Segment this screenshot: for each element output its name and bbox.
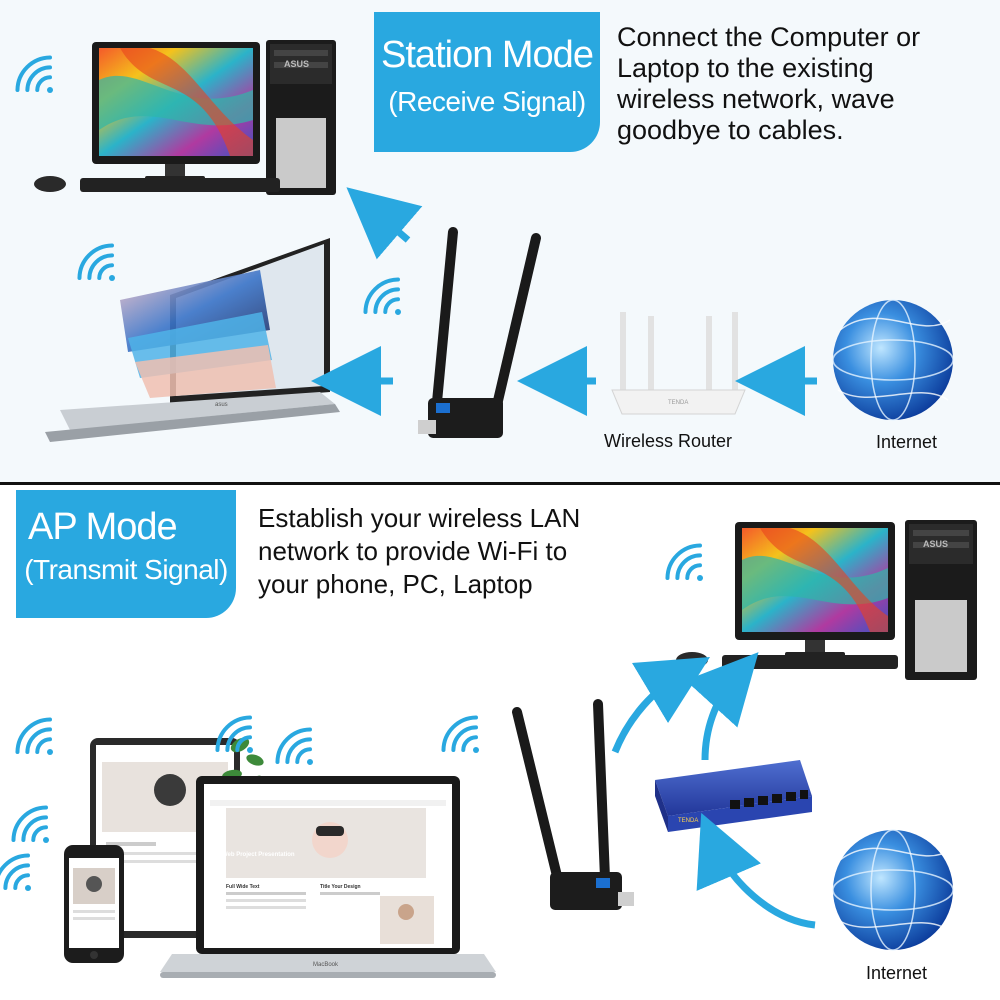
wifi-icon — [15, 717, 53, 755]
wifi-icon — [77, 243, 115, 281]
usb-wifi-adapter — [418, 227, 541, 438]
station-mode-badge: Station Mode (Receive Signal) — [374, 12, 600, 152]
macbook-laptop — [160, 776, 496, 978]
arrow-to-desktop — [346, 187, 423, 260]
web-title: Web Project Presentation — [222, 852, 295, 858]
wifi-icon — [275, 727, 313, 765]
smartphone-device — [64, 845, 124, 963]
arrow-to-desktop-left — [611, 656, 711, 754]
desktop-computer — [34, 40, 336, 195]
station-mode-description: Connect the Computer or Laptop to the ex… — [617, 22, 921, 145]
wifi-icon — [665, 543, 703, 581]
laptop-logo: asus — [215, 402, 228, 408]
wireless-router — [611, 312, 746, 415]
switch-brand: TENDA — [678, 818, 698, 824]
wifi-icon — [363, 277, 401, 315]
wifi-icon — [441, 715, 479, 753]
pc-logo: ASUS — [284, 59, 309, 69]
arrow-to-desktop-right — [685, 652, 759, 761]
wifi-icon — [215, 715, 253, 753]
laptop-brand: MacBook — [313, 962, 339, 968]
globe-icon — [832, 299, 954, 421]
laptop-computer — [45, 238, 340, 442]
wifi-icon — [0, 853, 31, 891]
ap-mode-subtitle: (Transmit Signal) — [24, 554, 228, 585]
globe-icon — [832, 829, 954, 951]
station-mode-subtitle: (Receive Signal) — [388, 86, 586, 117]
internet-label: Internet — [876, 432, 938, 452]
web-section-1: Full Wide Text — [226, 884, 260, 890]
ap-mode-title: AP Mode — [28, 506, 178, 548]
ap-mode-description: Establish your wireless LAN network to p… — [258, 503, 581, 599]
web-section-2: Title Your Design — [320, 884, 361, 890]
internet-label: Internet — [866, 963, 928, 983]
pc-logo: ASUS — [923, 539, 948, 549]
station-mode-title: Station Mode — [381, 34, 594, 76]
arrow-internet-to-switch — [696, 812, 816, 929]
desktop-computer — [676, 520, 977, 680]
usb-wifi-adapter — [512, 699, 634, 910]
section-divider — [0, 482, 1000, 485]
ap-mode-badge: AP Mode (Transmit Signal) — [16, 490, 236, 618]
wifi-icon — [15, 55, 53, 93]
wifi-icon — [11, 805, 49, 843]
router-brand: TENDA — [668, 400, 688, 406]
wireless-router-label: Wireless Router — [604, 431, 733, 451]
